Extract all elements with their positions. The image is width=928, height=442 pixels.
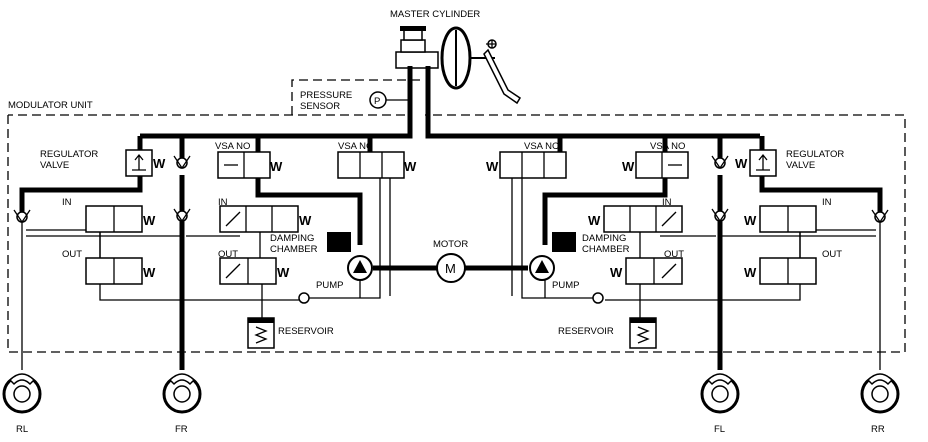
svg-text:W: W [622,159,635,174]
pump-left-label: PUMP [316,280,343,291]
vsa-nc-valve-right: W [486,151,567,179]
reservoir-right-label: RESERVOIR [558,326,614,337]
svg-text:W: W [143,213,156,228]
brake-pedal [470,39,522,105]
wheel-rl-label: RL [16,424,28,435]
svg-text:W: W [404,159,417,174]
check-valve-rr [871,209,889,224]
damping-left-label-1: DAMPING [270,233,314,244]
out-label-1: OUT [62,249,82,260]
reservoir-left [247,317,275,349]
in-label-4: IN [822,197,832,208]
vsa-no-valve-left: W [217,151,283,179]
pressure-sensor-label-1: PRESSURE [300,90,352,101]
svg-text:W: W [744,213,757,228]
svg-text:W: W [299,213,312,228]
regulator-valve-right: W [735,149,777,177]
svg-text:W: W [143,265,156,280]
svg-text:W: W [277,265,290,280]
pump-left [347,255,373,281]
in-label-1: IN [62,197,72,208]
pump-right-label: PUMP [552,280,579,291]
secondary-hydraulic-lines [21,175,881,370]
svg-text:W: W [486,159,499,174]
regulator-valve-left: W [125,149,166,177]
damping-right-label-1: DAMPING [582,233,626,244]
svg-text:W: W [270,159,283,174]
vsa-no-left-label: VSA NO [215,141,250,152]
svg-text:W: W [588,213,601,228]
in-valve-rl: W [85,205,156,233]
vsa-no-right-label: VSA NO [650,141,685,152]
in-valve-fl: W [588,205,683,233]
vsa-nc-left-label: VSA NC [338,141,373,152]
wheel-brake-rl [2,373,42,414]
motor-symbol: M [445,261,456,276]
wheel-brake-fl [700,373,740,414]
in-label-2: IN [218,197,228,208]
check-valve-fr [173,208,191,223]
damping-right-label-2: CHAMBER [582,244,630,255]
damping-chamber-left [327,232,351,252]
pressure-sensor [369,91,409,109]
check-valve-pump-right [592,292,604,304]
damping-chamber-right [552,232,576,252]
pressure-symbol: P [374,96,380,107]
wheel-fr-label: FR [175,424,188,435]
modulator-unit-label: MODULATOR UNIT [8,100,93,111]
wheel-brake-fr [162,373,202,414]
pressure-sensor-label-2: SENSOR [300,101,340,112]
reservoir-right [629,317,657,349]
check-valve-regulator-left [173,155,191,170]
damping-left-label-2: CHAMBER [270,244,318,255]
regulator-right-label-1: REGULATOR [786,149,844,160]
master-cylinder [395,26,472,90]
in-label-3: IN [662,197,672,208]
pump-right [529,255,555,281]
out-valve-fl: W [610,257,683,285]
regulator-left-label-1: REGULATOR [40,149,98,160]
wheel-fl-label: FL [714,424,725,435]
out-valve-rl: W [85,257,156,285]
modulator-unit-border [7,79,906,353]
regulator-right-label-2: VALVE [786,160,815,171]
master-cylinder-label: MASTER CYLINDER [390,9,480,20]
in-valve-fr: W [219,205,312,233]
wheel-brake-rr [860,373,900,414]
wheel-rr-label: RR [871,424,885,435]
svg-text:W: W [735,156,748,171]
check-valve-fl [711,208,729,223]
svg-text:W: W [153,156,166,171]
check-valve-rl [13,209,31,224]
vsa-nc-right-label: VSA NC [524,141,559,152]
reservoir-left-label: RESERVOIR [278,326,334,337]
check-valve-regulator-right [711,155,729,170]
out-valve-rr: W [744,257,817,285]
main-hydraulic-lines [19,66,883,370]
out-valve-fr: W [219,257,290,285]
regulator-left-label-2: VALVE [40,160,69,171]
out-label-4: OUT [822,249,842,260]
motor [436,253,466,283]
motor-label: MOTOR [433,239,468,250]
out-label-3: OUT [664,249,684,260]
in-valve-rr: W [744,205,817,233]
check-valve-pump-left [298,292,310,304]
svg-text:W: W [744,265,757,280]
out-label-2: OUT [218,249,238,260]
vsa-no-valve-right: W [622,151,689,179]
vsa-nc-valve-left: W [337,151,417,179]
svg-text:W: W [610,265,623,280]
